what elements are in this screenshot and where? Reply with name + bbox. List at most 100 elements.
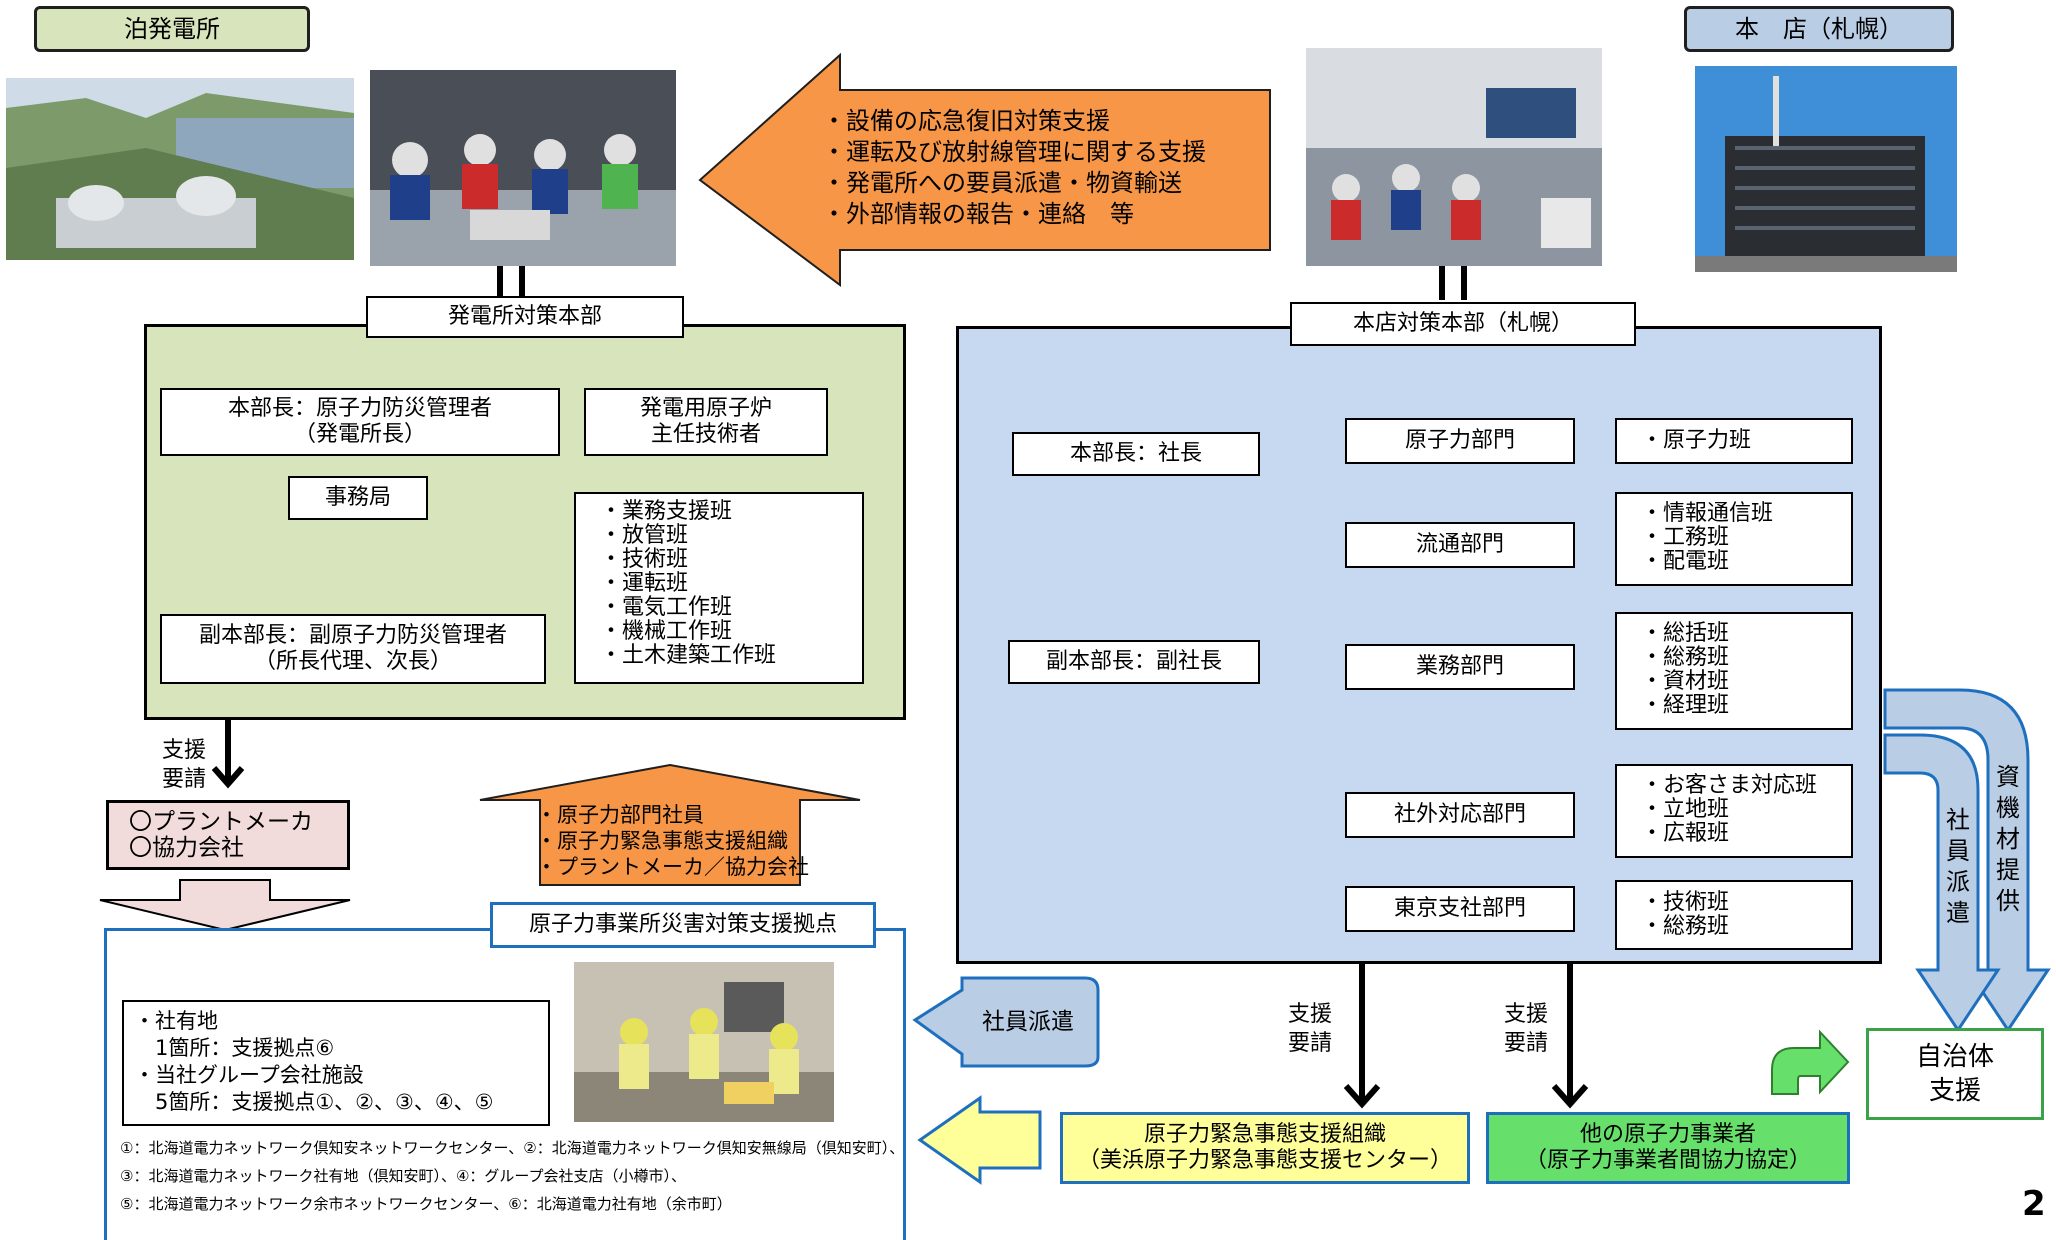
division-external: 社外対応部門: [1345, 792, 1575, 838]
vertical-dispatch-label: 社 員 派 遣: [1943, 805, 1973, 929]
employee-dispatch-arrow: [912, 976, 1100, 1068]
team-item: ・総務班: [1641, 645, 1730, 670]
support-item: ・外部情報の報告・連絡 等: [822, 200, 1134, 228]
team-item: ・総務班: [1641, 914, 1730, 939]
team-item: ・運転班: [600, 571, 689, 596]
division-nuclear: 原子力部門: [1345, 418, 1575, 464]
vchar: 供: [1996, 887, 2020, 915]
team-item: ・電気工作班: [600, 595, 733, 620]
head-hq-title: 本店対策本部（札幌）: [1290, 302, 1636, 346]
other-operators-box: 他の原子力事業者 （原子力事業者間協力協定）: [1486, 1112, 1850, 1184]
reactor-engineer: 発電用原子炉 主任技術者: [584, 388, 828, 456]
plant-hq-title: 発電所対策本部: [366, 296, 684, 338]
support-base-info: ・社有地 1箇所：支援拠点⑥ ・当社グループ会社施設 5箇所：支援拠点①、②、③…: [122, 1000, 550, 1126]
support-base-image: [574, 962, 834, 1122]
support-item: ・運転及び放射線管理に関する支援: [822, 138, 1206, 166]
plant-hq-chief: 本部長：原子力防災管理者 （発電所長）: [160, 388, 560, 456]
team-item: ・配電班: [1641, 549, 1730, 574]
up-arrow-item: ・原子力部門社員: [536, 803, 704, 827]
support-base-footnotes: ①：北海道電力ネットワーク倶知安ネットワークセンター、②：北海道電力ネットワーク…: [120, 1134, 904, 1218]
plant-secretariat: 事務局: [288, 476, 428, 520]
team-item: ・情報通信班: [1641, 501, 1774, 526]
title-plant: 泊発電所: [34, 6, 310, 52]
yellow-left-arrow: [917, 1095, 1042, 1185]
up-arrow-item: ・プラントメーカ／協力会社: [536, 855, 809, 879]
head-office-building-photo: [1695, 66, 1957, 272]
support-items: ・設備の応急復旧対策支援 ・運転及び放射線管理に関する支援 ・発電所への要員派遣…: [822, 106, 1206, 230]
title-head-office: 本 店（札幌）: [1684, 6, 1954, 52]
up-arrow-item: ・原子力緊急事態支援組織: [536, 829, 788, 853]
employee-dispatch-label: 社員派遣: [982, 1009, 1074, 1035]
vchar: 機: [1996, 794, 2020, 822]
request-label-emergency: 支援 要請: [1287, 1002, 1332, 1056]
plant-landscape-image: [6, 78, 354, 260]
request-label-operators: 支援 要請: [1503, 1002, 1548, 1056]
team-item: ・放管班: [600, 523, 689, 548]
head-hq-deputy: 副本部長：副社長: [1008, 640, 1260, 684]
green-bent-arrow: [1771, 1029, 1850, 1095]
vchar: 員: [1946, 837, 1970, 865]
vchar: 材: [1996, 825, 2020, 853]
head-office-building-image: [1695, 66, 1957, 272]
team-item: ・お客さま対応班: [1641, 773, 1818, 798]
base-info-line: 1箇所：支援拠点⑥: [134, 1036, 335, 1060]
support-arrow-left: [698, 52, 1271, 287]
plant-meeting-image: [370, 70, 676, 266]
team-item: ・機械工作班: [600, 619, 733, 644]
footnote: ⑤：北海道電力ネットワーク余市ネットワークセンター、⑥：北海道電力社有地（余市町…: [120, 1195, 732, 1213]
plant-team-list: ・業務支援班 ・放管班 ・技術班 ・運転班 ・電気工作班 ・機械工作班 ・土木建…: [574, 492, 864, 684]
plant-maker-box: 〇プラントメーカ 〇協力会社: [106, 800, 350, 870]
support-base-photo: [574, 962, 834, 1122]
team-item: ・資材班: [1641, 669, 1730, 694]
base-info-line: ・当社グループ会社施設: [134, 1063, 364, 1087]
team-item: ・土木建築工作班: [600, 643, 777, 668]
vertical-materials-label: 資 機 材 提 供: [1993, 762, 2023, 917]
team-list-business: ・総括班 ・総務班 ・資材班 ・経理班: [1615, 612, 1853, 730]
head-office-meeting-image: [1306, 48, 1602, 266]
vchar: 提: [1996, 856, 2020, 884]
vchar: 派: [1946, 868, 1970, 896]
division-tokyo: 東京支社部門: [1345, 886, 1575, 932]
team-item: ・総括班: [1641, 621, 1730, 646]
team-item: ・原子力班: [1641, 428, 1752, 453]
support-base-title: 原子力事業所災害対策支援拠点: [490, 902, 876, 948]
plant-photo: [6, 78, 354, 260]
up-arrow-items: ・原子力部門社員 ・原子力緊急事態支援組織 ・プラントメーカ／協力会社: [536, 802, 809, 880]
team-list-distribution: ・情報通信班 ・工務班 ・配電班: [1615, 492, 1853, 586]
vchar: 遣: [1946, 899, 1970, 927]
base-info-line: 5箇所：支援拠点①、②、③、④、⑤: [134, 1090, 494, 1114]
team-list-nuclear: ・原子力班: [1615, 418, 1853, 464]
request-label-plant: 支援 要請: [161, 738, 206, 792]
footnote: ③：北海道電力ネットワーク社有地（倶知安町）、④：グループ会社支店（小樽市）、: [120, 1167, 686, 1185]
division-distribution: 流通部門: [1345, 522, 1575, 568]
request-arrows: [211, 718, 1589, 1109]
materials-arrow: [1883, 688, 2051, 1033]
team-item: ・経理班: [1641, 693, 1730, 718]
dispatch-arrow-vertical: [1883, 733, 2001, 1033]
team-item: ・技術班: [1641, 890, 1730, 915]
page-number: 2: [2022, 1184, 2046, 1224]
team-item: ・業務支援班: [600, 499, 733, 524]
plant-hq-photo: [370, 70, 676, 266]
municipal-support-box: 自治体 支援: [1866, 1028, 2044, 1120]
team-item: ・技術班: [600, 547, 689, 572]
up-arrow: [479, 763, 861, 886]
division-business: 業務部門: [1345, 644, 1575, 690]
plant-hq-deputy: 副本部長：副原子力防災管理者 （所長代理、次長）: [160, 614, 546, 684]
team-item: ・工務班: [1641, 525, 1730, 550]
pink-down-arrow: [99, 879, 351, 932]
head-hq-chief: 本部長：社長: [1012, 432, 1260, 476]
vchar: 資: [1996, 763, 2020, 791]
team-list-external: ・お客さま対応班 ・立地班 ・広報班: [1615, 764, 1853, 858]
emergency-org-box: 原子力緊急事態支援組織 （美浜原子力緊急事態支援センター）: [1060, 1112, 1470, 1184]
vchar: 社: [1946, 806, 1970, 834]
team-item: ・広報班: [1641, 821, 1730, 846]
team-item: ・立地班: [1641, 797, 1730, 822]
footnote: ①：北海道電力ネットワーク倶知安ネットワークセンター、②：北海道電力ネットワーク…: [120, 1139, 905, 1157]
support-item: ・発電所への要員派遣・物資輸送: [822, 169, 1182, 197]
team-list-tokyo: ・技術班 ・総務班: [1615, 880, 1853, 950]
head-hq-photo: [1306, 48, 1602, 266]
plant-photo-link: [497, 265, 1467, 300]
support-item: ・設備の応急復旧対策支援: [822, 107, 1110, 135]
